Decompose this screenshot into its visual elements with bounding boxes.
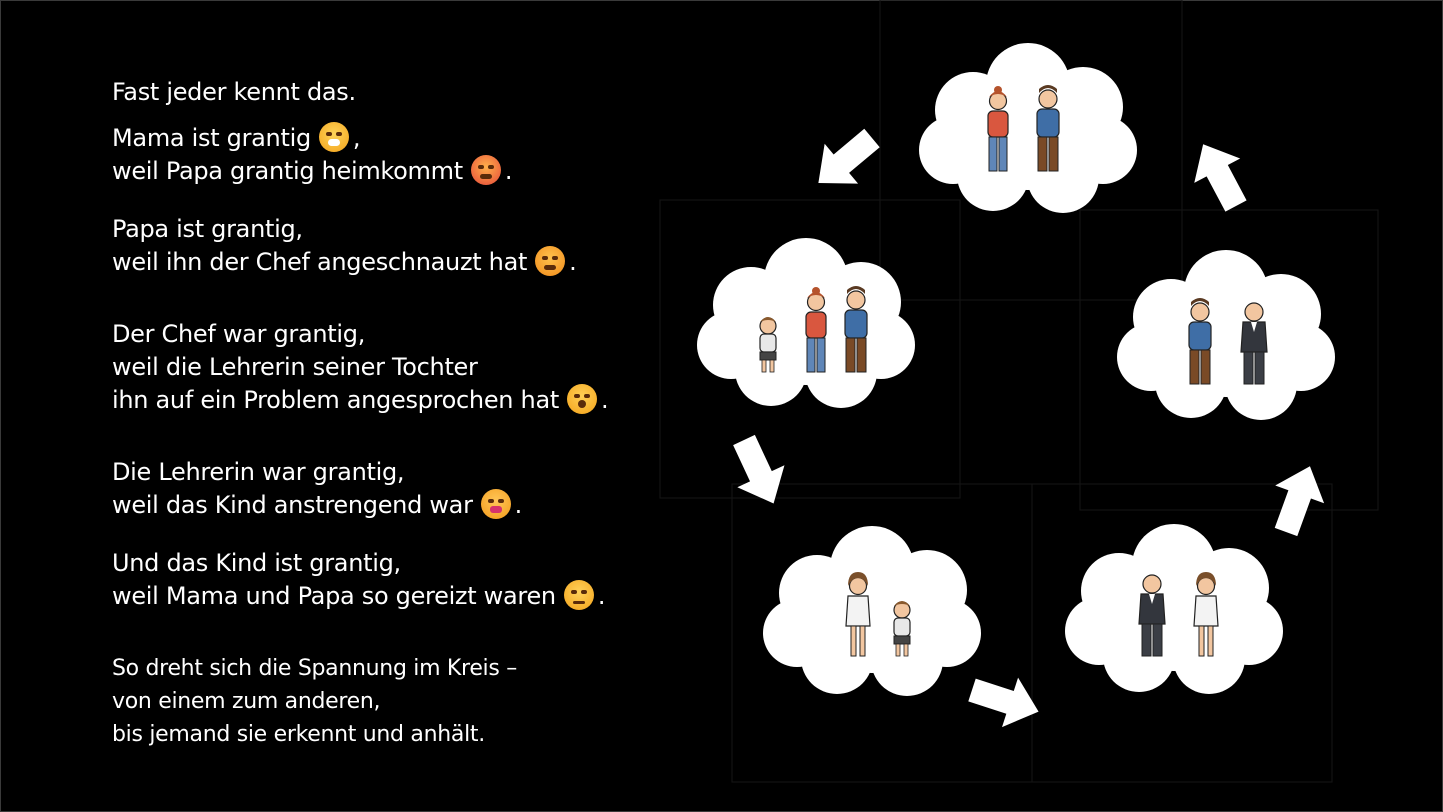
cloud-boss-teacher	[1065, 524, 1283, 694]
text-line: Fast jeder kennt das.	[112, 78, 356, 106]
text-line: Und das Kind ist grantig,	[112, 549, 401, 577]
text-line: weil Mama und Papa so gereizt waren	[112, 582, 556, 610]
cloud-papa-boss	[1117, 250, 1335, 420]
text-line: von einem zum anderen,	[112, 689, 381, 714]
text-line: weil die Lehrerin seiner Tochter	[112, 353, 478, 381]
angry-face-icon	[470, 155, 501, 185]
arrow-icon	[963, 665, 1047, 737]
paragraph-chef: Der Chef war grantig, weil die Lehrerin …	[112, 320, 609, 414]
placeholder-boxes	[659, 0, 1379, 783]
text-line: Die Lehrerin war grantig,	[112, 458, 405, 486]
intro-text: Fast jeder kennt das.	[112, 76, 356, 109]
weary-face-icon	[480, 489, 511, 519]
text-line: Mama ist grantig	[112, 124, 311, 152]
shocked-face-icon	[566, 384, 597, 414]
paragraph-lehrerin: Die Lehrerin war grantig, weil das Kind …	[112, 458, 522, 519]
arrow-icon	[1261, 457, 1335, 541]
text-line: weil Papa grantig heimkommt	[112, 157, 463, 185]
text-line: weil das Kind anstrengend war	[112, 491, 473, 519]
paragraph-kind: Und das Kind ist grantig, weil Mama und …	[112, 549, 606, 610]
text-line: So dreht sich die Spannung im Kreis –	[112, 656, 517, 681]
cloud-teacher-kid	[763, 526, 981, 696]
paragraph-papa: Papa ist grantig, weil ihn der Chef ange…	[112, 215, 577, 276]
text-line: weil ihn der Chef angeschnauzt hat	[112, 248, 528, 276]
paragraph-conclusion: So dreht sich die Spannung im Kreis – vo…	[112, 652, 517, 751]
paragraph-mama: Mama ist grantig, weil Papa grantig heim…	[112, 122, 513, 185]
text-line: Papa ist grantig,	[112, 215, 303, 243]
pensive-face-icon	[563, 580, 594, 610]
cloud-mama-papa	[919, 43, 1137, 213]
cloud-family	[697, 238, 915, 408]
text-line: ihn auf ein Problem angesprochen hat	[112, 386, 559, 414]
arrow-icon	[801, 118, 889, 203]
steam-face-icon	[318, 122, 349, 152]
tired-face-icon	[535, 246, 566, 276]
text-line: Der Chef war grantig,	[112, 320, 366, 348]
text-line: bis jemand sie erkennt und anhält.	[112, 722, 485, 747]
arrow-icon	[1180, 131, 1259, 219]
